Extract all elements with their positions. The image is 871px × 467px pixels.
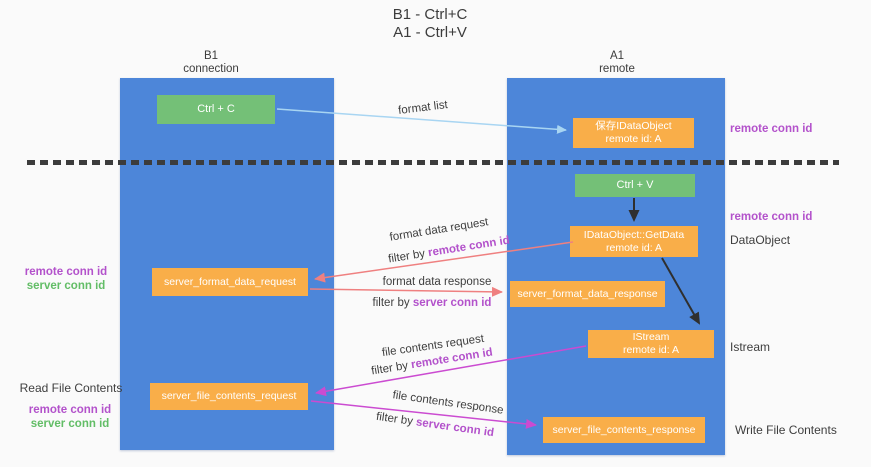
remote-conn-id-text: remote conn id	[28, 404, 112, 416]
format-data-response-label: format data response	[382, 276, 492, 288]
filter-by-text: filter by	[370, 359, 413, 378]
saved-idataobject-title: 保存IDataObject	[595, 120, 672, 132]
filter-by-text: filter by	[372, 297, 413, 309]
filter-by-server-conn-id-label-1: filter by server conn id	[373, 297, 492, 309]
saved-idataobject-remote-id: remote id: A	[605, 133, 662, 145]
format-list-label: format list	[397, 99, 449, 117]
conn-id-annotation-left-top: remote conn id server conn id	[25, 265, 107, 293]
server-conn-id-text: server conn id	[412, 297, 492, 309]
title-line-2: A1 - Ctrl+V	[393, 24, 467, 41]
getdata-title: IDataObject::GetData	[583, 228, 685, 241]
ctrl-c-label: Ctrl + C	[197, 103, 235, 115]
a1-header-role: remote	[599, 63, 635, 75]
a1-header-name: A1	[609, 50, 625, 62]
filter-by-text: filter by	[387, 247, 430, 266]
istream-annotation: Istream	[730, 340, 771, 354]
istream-remote-id: remote id: A	[622, 344, 680, 356]
dataobject-annotation: DataObject	[730, 233, 791, 247]
server-format-data-request-box: server_format_data_request	[152, 268, 308, 296]
filter-by-server-conn-id-label-2: filter by server conn id	[375, 411, 494, 439]
ctrl-v-label: Ctrl + V	[616, 179, 654, 191]
server-conn-id-text: server conn id	[415, 416, 495, 440]
filter-by-text: filter by	[375, 410, 417, 429]
file-request-label: server_file_contents_request	[161, 390, 297, 402]
b1-header-name: B1	[203, 50, 219, 62]
write-file-contents-annotation: Write File Contents	[735, 423, 837, 437]
format-request-label: server_format_data_request	[164, 275, 296, 288]
conn-id-annotation-left-bottom: remote conn id server conn id	[29, 403, 111, 431]
getdata-remote-id: remote id: A	[605, 241, 663, 254]
title-line-1: B1 - Ctrl+C	[392, 6, 468, 23]
dashed-separator	[27, 160, 839, 165]
istream-title: IStream	[632, 331, 670, 343]
arrow-format-data-response	[309, 286, 503, 297]
idataobject-getdata-box: IDataObject::GetData remote id: A	[570, 226, 698, 257]
server-format-data-response-box: server_format_data_response	[510, 281, 665, 307]
read-file-contents-annotation: Read File Contents	[19, 381, 123, 395]
saved-idataobject-box: 保存IDataObject remote id: A	[573, 118, 694, 148]
remote-conn-id-text: remote conn id	[427, 234, 511, 260]
remote-conn-id-annotation-top: remote conn id	[730, 123, 813, 135]
column-header-a1: A1 remote	[599, 50, 635, 76]
server-file-contents-response-box: server_file_contents_response	[543, 417, 705, 443]
server-conn-id-text: server conn id	[30, 418, 110, 430]
format-response-label: server_format_data_response	[517, 287, 658, 300]
remote-conn-id-annotation-mid: remote conn id	[730, 211, 813, 223]
server-file-contents-request-box: server_file_contents_request	[150, 383, 308, 410]
server-conn-id-text: server conn id	[26, 280, 106, 292]
diagram-title: B1 - Ctrl+C A1 - Ctrl+V	[393, 6, 468, 42]
file-contents-response-label: file contents response	[391, 389, 505, 417]
remote-conn-id-text: remote conn id	[24, 266, 108, 278]
file-response-label: server_file_contents_response	[552, 423, 696, 436]
ctrl-v-box: Ctrl + V	[575, 174, 695, 197]
column-header-b1: B1 connection	[183, 50, 239, 76]
ctrl-c-box: Ctrl + C	[157, 95, 275, 124]
istream-box: IStream remote id: A	[588, 330, 714, 358]
b1-header-role: connection	[183, 63, 239, 75]
